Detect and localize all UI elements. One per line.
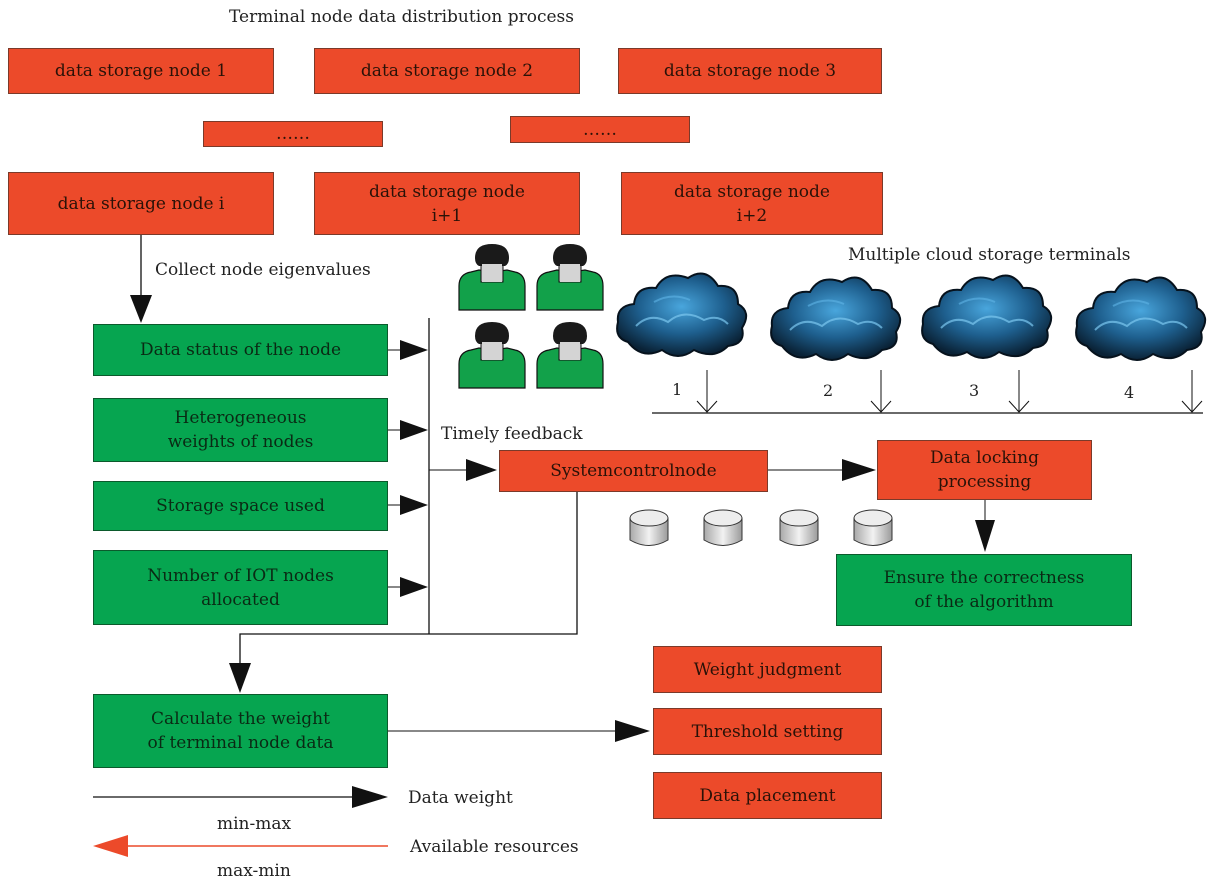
timely-feedback-label: Timely feedback — [441, 424, 583, 444]
user-icon — [536, 321, 604, 389]
cloud-number-3: 3 — [969, 381, 980, 400]
control-to-locking-arrow — [768, 459, 876, 481]
locking-to-ensure-arrow — [975, 500, 995, 552]
data-placement-box: Data placement — [653, 772, 882, 819]
legend-available-resources-arrow — [93, 835, 388, 857]
cloud-icon — [770, 276, 902, 361]
database-icon — [629, 509, 669, 546]
legend-min-max: min-max — [217, 814, 292, 834]
cloud-icon-group — [616, 272, 1207, 361]
users-icon-group — [458, 243, 604, 389]
user-icon — [458, 243, 526, 311]
storage-node-3: data storage node 3 — [618, 48, 882, 94]
cloud-number-2: 2 — [823, 381, 834, 400]
cloud-icon — [1075, 276, 1207, 361]
cloud-storage-bus — [652, 370, 1203, 414]
data-status-box: Data status of the node — [93, 324, 388, 376]
storage-node-i: data storage node i — [8, 172, 274, 235]
storage-node-ellipsis-left: …… — [203, 121, 383, 147]
bus-to-control-arrow — [429, 459, 497, 481]
database-icon — [703, 509, 743, 546]
heterogeneous-weights-box: Heterogeneous weights of nodes — [93, 398, 388, 462]
legend-data-weight: Data weight — [408, 788, 513, 808]
database-icon — [779, 509, 819, 546]
storage-space-box: Storage space used — [93, 481, 388, 531]
storage-node-i-plus-1: data storage node i+1 — [314, 172, 580, 235]
cloud-storage-label: Multiple cloud storage terminals — [848, 245, 1131, 265]
control-feedback-line — [429, 492, 578, 635]
legend-data-weight-arrow — [93, 786, 388, 808]
cloud-number-1: 1 — [672, 380, 683, 399]
collect-arrow — [130, 235, 152, 323]
storage-node-i-plus-2: data storage node i+2 — [621, 172, 883, 235]
calculate-to-threshold-arrow — [388, 720, 650, 742]
page-title: Terminal node data distribution process — [229, 7, 575, 27]
cloud-icon — [921, 274, 1053, 359]
storage-node-1: data storage node 1 — [8, 48, 274, 94]
user-icon — [536, 243, 604, 311]
to-calculate-arrow — [229, 633, 429, 693]
eigen-to-bus-arrows — [388, 340, 428, 597]
calculate-weight-box: Calculate the weight of terminal node da… — [93, 694, 388, 768]
system-control-node: Systemcontrolnode — [499, 450, 768, 492]
data-locking-box: Data locking processing — [877, 440, 1092, 500]
weight-judgment-box: Weight judgment — [653, 646, 882, 693]
cloud-number-4: 4 — [1124, 383, 1135, 402]
threshold-setting-box: Threshold setting — [653, 708, 882, 755]
ensure-correctness-box: Ensure the correctness of the algorithm — [836, 554, 1132, 626]
iot-nodes-box: Number of IOT nodes allocated — [93, 550, 388, 625]
collect-eigenvalues-label: Collect node eigenvalues — [155, 260, 371, 280]
database-icon-group — [629, 509, 893, 546]
legend-available-resources: Available resources — [410, 837, 579, 857]
storage-node-ellipsis-right: …… — [510, 116, 690, 143]
cloud-icon — [616, 272, 748, 357]
legend-max-min: max-min — [217, 861, 291, 881]
user-icon — [458, 321, 526, 389]
storage-node-2: data storage node 2 — [314, 48, 580, 94]
database-icon — [853, 509, 893, 546]
